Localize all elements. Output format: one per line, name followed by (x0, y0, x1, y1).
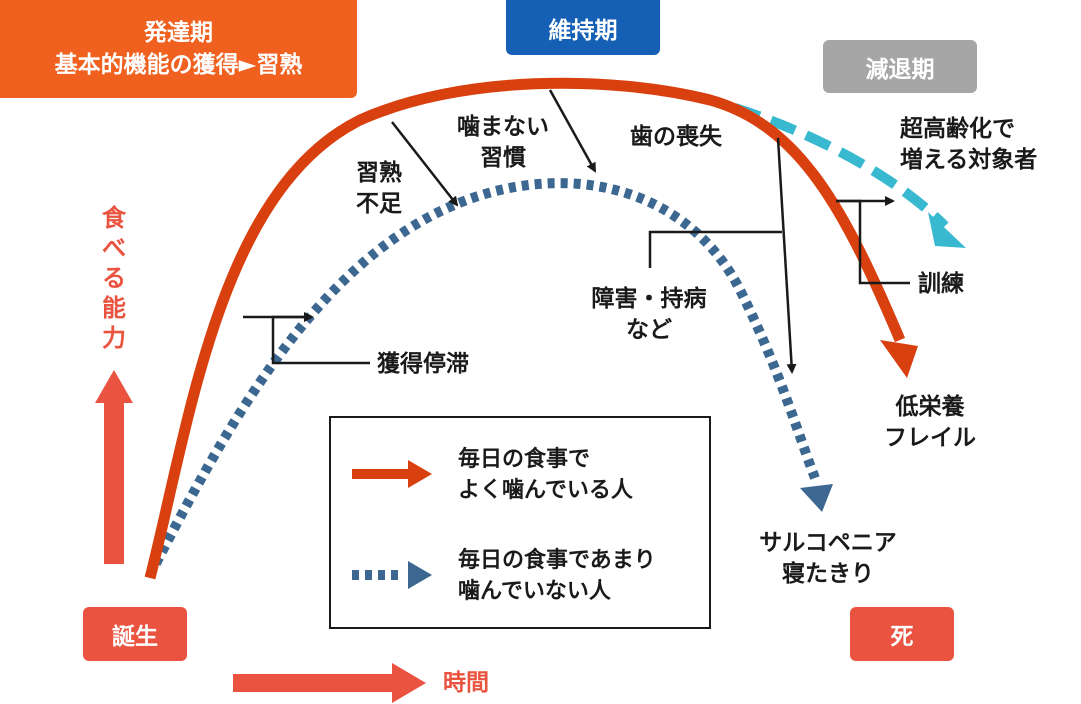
decline-phase-box: 減退期 (823, 40, 977, 93)
eating-ability-char-2: べ (102, 234, 126, 262)
no-chew-habit-label: 噛まない 習慣 (437, 112, 569, 174)
aging-curve-arrowhead (928, 212, 966, 248)
development-phase-subtitle: 基本的機能の獲得►習熟 (54, 52, 303, 78)
time-axis-label: 時間 (443, 670, 489, 696)
development-phase-title: 発達期 (144, 20, 213, 46)
maintenance-phase-box: 維持期 (506, 0, 660, 55)
stagnation-bracket (271, 315, 370, 365)
solid-curve-arrowhead (880, 340, 918, 378)
dotted-curve-arrowhead (800, 484, 833, 512)
decline-phase-title: 減退期 (865, 56, 935, 83)
birth-label: 誕生 (112, 624, 158, 650)
disorder-label-line2: など (626, 317, 672, 343)
legend-dotted-line1: 毎日の食事であまり (458, 548, 656, 573)
aging-label-line2: 増える対象者 (900, 147, 1038, 173)
frailty-label-line2: フレイル (884, 425, 976, 451)
legend-solid-line1: 毎日の食事で (458, 447, 591, 472)
time-axis-arrowhead (392, 663, 426, 703)
death-label: 死 (890, 624, 914, 650)
legend-solid-arrowhead (408, 460, 432, 488)
solid-curve (144, 77, 906, 580)
sarcopenia-label-line1: サルコペニア (759, 530, 897, 556)
dotted-curve (145, 178, 820, 578)
birth-box: 誕生 (83, 607, 187, 661)
legend-solid-text: 毎日の食事で よく噛んでいる人 (458, 444, 633, 506)
legend-dotted-line2: 噛んでいない人 (458, 579, 611, 604)
frailty-label-line1: 低栄養 (895, 394, 965, 420)
disorder-label: 障害・持病 など (574, 284, 724, 346)
ability-axis-shaft (104, 402, 124, 564)
time-axis-shaft (233, 674, 393, 692)
aging-population-curve (733, 103, 949, 230)
sarcopenia-label: サルコペニア 寝たきり (738, 528, 918, 590)
immature-label-line1: 習熟 (356, 160, 402, 186)
tooth-loss-pointer (776, 137, 797, 374)
tooth-loss-label: 歯の喪失 (630, 124, 722, 150)
aging-label: 超高齢化で 増える対象者 (900, 114, 1037, 176)
eating-ability-label: 食 べ る 能 力 (100, 203, 128, 353)
eating-ability-char-5: 力 (102, 324, 126, 352)
development-phase-box: 発達期 基本的機能の獲得►習熟 (0, 0, 357, 98)
immature-label: 習熟 不足 (346, 158, 412, 220)
ability-axis-arrowhead (95, 370, 133, 403)
sarcopenia-label-line2: 寝たきり (782, 561, 874, 587)
aging-label-line1: 超高齢化で (900, 116, 1015, 142)
legend-solid-line2: よく噛んでいる人 (458, 478, 633, 503)
legend-box (329, 416, 711, 629)
acquisition-stagnation-label: 獲得停滞 (377, 351, 469, 377)
no-chew-habit-line1: 噛まない (457, 114, 549, 140)
eating-ability-char-3: る (102, 264, 126, 292)
legend-dotted-arrowhead (408, 561, 432, 589)
no-chew-pointer (548, 89, 597, 173)
frailty-label: 低栄養 フレイル (870, 392, 990, 454)
training-label: 訓練 (918, 271, 964, 297)
eating-ability-char-4: 能 (102, 294, 126, 322)
maintenance-phase-title: 維持期 (548, 17, 618, 44)
disorder-label-line1: 障害・持病 (591, 286, 707, 312)
legend-dotted-text: 毎日の食事であまり 噛んでいない人 (458, 545, 656, 607)
no-chew-habit-line2: 習慣 (480, 145, 526, 171)
disorder-bracket (648, 230, 782, 268)
death-box: 死 (850, 607, 954, 661)
immature-label-line2: 不足 (356, 191, 402, 217)
immature-pointer (391, 121, 459, 207)
eating-ability-char-1: 食 (102, 204, 126, 232)
